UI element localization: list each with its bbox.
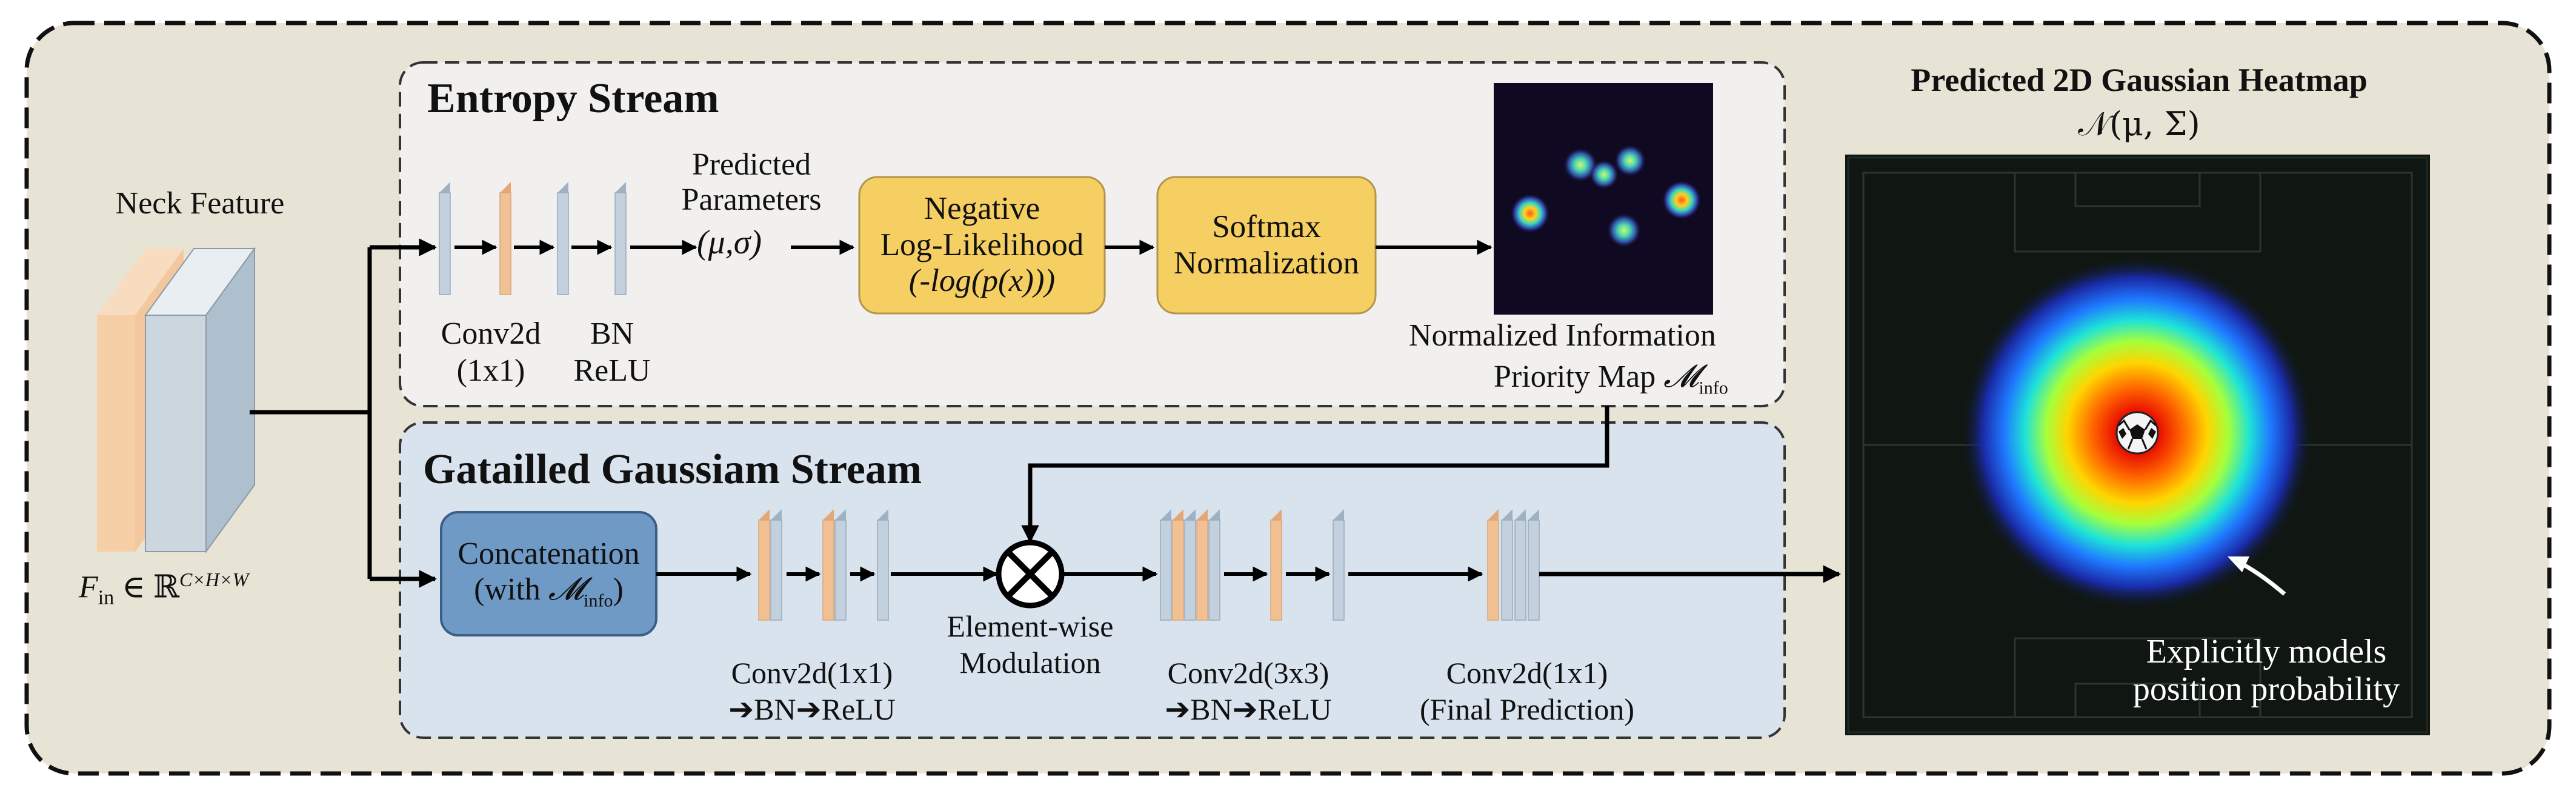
modulation-operator <box>996 539 1065 609</box>
gaussian-heatmap-image <box>1845 155 2430 735</box>
conv3-label: Conv2d(3x3)➔BN➔ReLU <box>1165 656 1332 726</box>
info-priority-map-image <box>1494 83 1713 315</box>
concat-label: Concatenation (with 𝓜info) <box>458 536 640 611</box>
conv1-label: Conv2d(1x1)➔BN➔ReLU <box>728 656 896 726</box>
gaussian-conv3-stack <box>1160 509 1345 621</box>
conv-label: Conv2d(1x1) <box>441 316 541 389</box>
parameters-math: (μ,σ) <box>697 224 762 261</box>
soccer-ball-icon <box>2115 411 2159 455</box>
entropy-stream-title: Entropy Stream <box>427 75 719 122</box>
final-prediction-stack <box>1487 509 1540 621</box>
map-caption-1: Normalized Information <box>1409 318 1716 353</box>
entropy-layer-stack <box>439 182 627 295</box>
gaussian-stream-title: Gatailled Gaussiam Stream <box>423 446 922 493</box>
neck-feature-formula: Fin ∈ ℝC×H×W <box>79 569 249 609</box>
final-prediction-label: Conv2d(1x1)(Final Prediction) <box>1419 656 1635 726</box>
heatmap-formula: 𝒩(μ, Σ) <box>2078 105 2200 143</box>
neck-feature-tensor <box>97 246 256 554</box>
heatmap-title: Predicted 2D Gaussian Heatmap <box>1911 62 2368 98</box>
softmax-box <box>1156 176 1377 315</box>
map-caption-2: Priority Map 𝓜info <box>1494 358 1728 398</box>
neck-feature-label: Neck Feature <box>115 186 285 221</box>
nll-box <box>858 176 1106 315</box>
gaussian-conv1-stack <box>758 509 889 621</box>
